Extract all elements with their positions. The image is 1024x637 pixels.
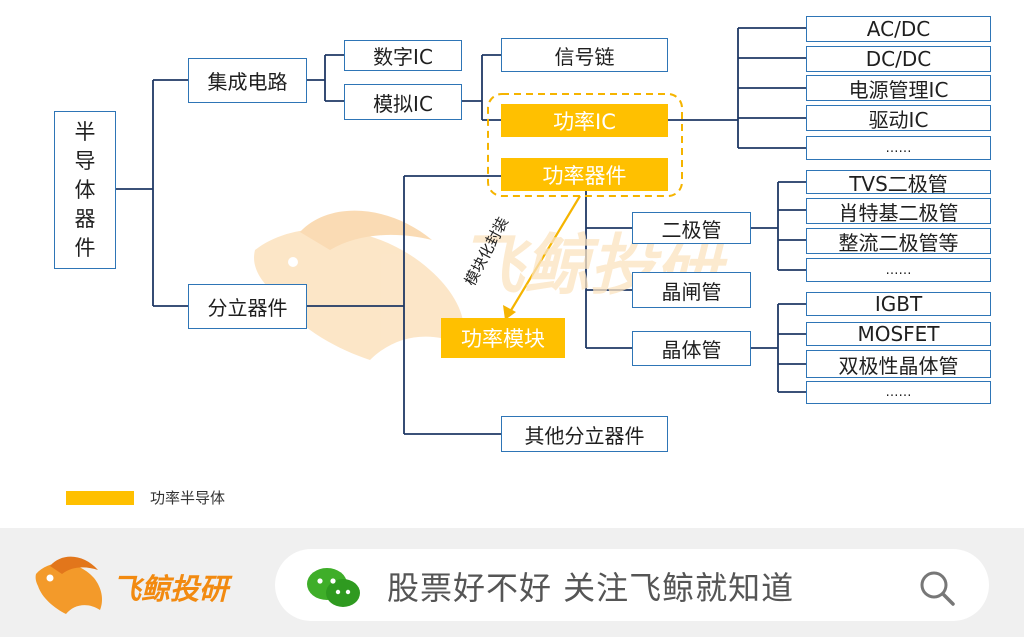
wechat-icon: [307, 568, 360, 607]
other-discrete-label: 其他分立器件: [524, 423, 645, 448]
diode-child-label: ……: [885, 262, 912, 278]
discrete-label: 分立器件: [207, 296, 288, 320]
root-label-char: 半: [74, 119, 96, 144]
node-diode-child: ……: [806, 258, 991, 282]
node-thyristor: 晶闸管: [632, 272, 751, 308]
power-device-label: 功率器件: [542, 163, 627, 188]
root-label-char: 体: [74, 177, 96, 202]
diode-child-label: TVS二极管: [849, 171, 948, 196]
search-icon[interactable]: [918, 569, 958, 609]
node-transistor-child: 双极性晶体管: [806, 350, 991, 378]
power-ic-child-label: DC/DC: [865, 47, 932, 71]
footer-brand-name: 飞鲸投研: [112, 572, 229, 606]
node-diode: 二极管: [632, 212, 751, 244]
semiconductor-tree-diagram: 飞鲸投研 半导体器件 集成电路 分立器件 数字IC 模拟IC 信号链 功率IC …: [54, 16, 991, 507]
node-power-ic-child: ……: [806, 136, 991, 160]
node-power-ic: 功率IC: [501, 104, 668, 137]
transistor-label: 晶体管: [661, 338, 722, 362]
node-transistor-child: IGBT: [806, 292, 991, 316]
power-ic-child-label: AC/DC: [866, 17, 931, 41]
node-power-ic-child: 电源管理IC: [806, 75, 991, 102]
node-signal-chain: 信号链: [501, 38, 668, 72]
node-transistor-child: MOSFET: [806, 322, 991, 346]
digital-ic-label: 数字IC: [373, 45, 433, 69]
power-ic-child-label: ……: [885, 140, 912, 156]
node-transistor-child: ……: [806, 381, 991, 404]
node-power-ic-child: AC/DC: [806, 16, 991, 42]
transistor-child-label: ……: [885, 385, 912, 400]
transistor-child-label: MOSFET: [857, 322, 940, 346]
whale-logo-icon: [35, 556, 102, 614]
transistor-child-label: 双极性晶体管: [838, 353, 959, 378]
search-slogan-text: 股票好不好 关注飞鲸就知道: [387, 569, 795, 607]
legend-label: 功率半导体: [150, 489, 226, 507]
diode-label: 二极管: [661, 217, 722, 242]
root-label-char: 件: [74, 235, 96, 260]
node-power-module: 功率模块: [441, 318, 565, 358]
root-label-char: 导: [74, 148, 96, 173]
node-power-ic-child: 驱动IC: [806, 105, 991, 132]
node-analog-ic: 模拟IC: [344, 84, 462, 120]
ic-label: 集成电路: [207, 70, 288, 94]
node-diode-child: 肖特基二极管: [806, 198, 991, 225]
node-discrete-device: 分立器件: [188, 284, 307, 329]
node-diode-child: 整流二极管等: [806, 228, 991, 255]
transistor-child-label: IGBT: [874, 292, 923, 316]
diode-child-label: 肖特基二极管: [838, 200, 959, 225]
node-diode-child: TVS二极管: [806, 170, 991, 196]
node-other-discrete: 其他分立器件: [501, 416, 668, 452]
diode-child-label: 整流二极管等: [838, 230, 959, 255]
analog-ic-label: 模拟IC: [373, 91, 433, 116]
node-integrated-circuit: 集成电路: [188, 58, 307, 103]
node-power-device: 功率器件: [501, 158, 668, 191]
search-bar[interactable]: [275, 549, 989, 621]
signal-chain-label: 信号链: [554, 44, 615, 69]
root-label: 半导体器件: [75, 118, 96, 263]
root-label-char: 器: [74, 206, 96, 231]
legend-swatch: [66, 491, 134, 505]
node-transistor: 晶体管: [632, 331, 751, 366]
power-ic-child-label: 驱动IC: [868, 107, 929, 132]
node-semiconductor-device: 半导体器件: [54, 111, 116, 269]
power-module-label: 功率模块: [461, 327, 545, 351]
node-digital-ic: 数字IC: [344, 40, 462, 71]
node-power-ic-child: DC/DC: [806, 46, 991, 72]
power-ic-label: 功率IC: [553, 109, 616, 134]
power-ic-child-label: 电源管理IC: [848, 77, 949, 102]
arrow-head-icon: [503, 305, 516, 320]
thyristor-label: 晶闸管: [661, 279, 722, 304]
power-group-outline: [487, 93, 683, 197]
